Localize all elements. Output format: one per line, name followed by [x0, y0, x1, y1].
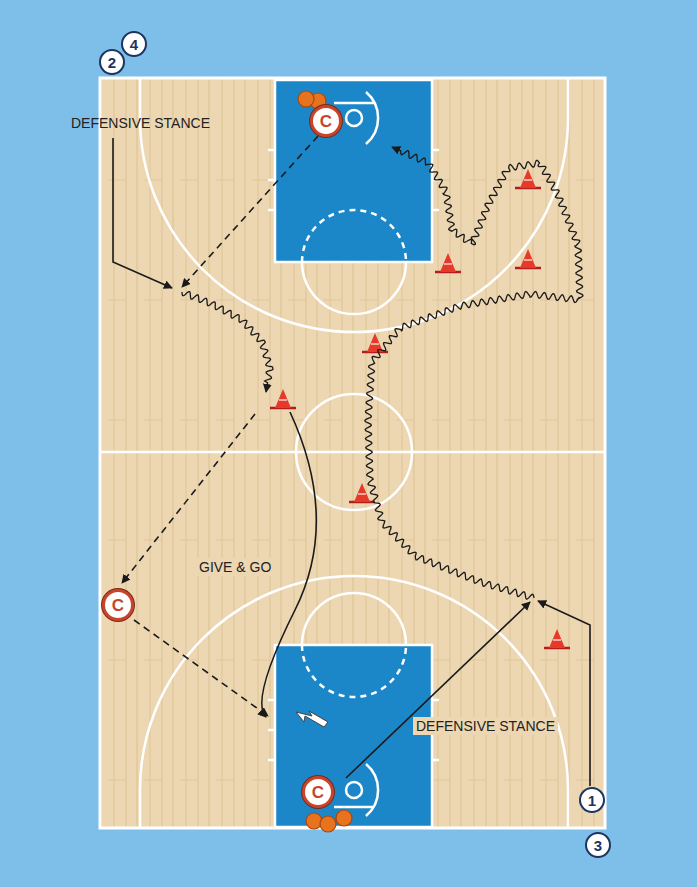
play-label: GIVE & GO: [196, 558, 274, 576]
cones: [270, 169, 570, 648]
instruction-label: DEFENSIVE STANCE: [68, 114, 213, 132]
player-circle: 4: [121, 31, 147, 57]
player-circle: 3: [585, 832, 611, 858]
dribble-line: [365, 147, 583, 599]
node-text: 4: [130, 37, 138, 52]
node-text: 3: [594, 838, 602, 853]
coach-circle: C: [310, 105, 342, 137]
node-text: C: [320, 113, 332, 130]
coach-circle: C: [102, 589, 134, 621]
node-text: C: [112, 597, 124, 614]
coach-circle: C: [302, 776, 334, 808]
node-text: C: [312, 784, 324, 801]
instruction-label: DEFENSIVE STANCE: [413, 717, 558, 735]
node-text: 1: [588, 793, 596, 808]
movement-lines: [113, 136, 590, 786]
dribble-line: [182, 292, 273, 392]
player-circle: 1: [579, 787, 605, 813]
pointer-arrow: [296, 711, 328, 727]
dribble-lines: [182, 147, 583, 599]
court-floor: [100, 78, 605, 828]
court-lines: [100, 78, 605, 828]
node-text: 2: [108, 55, 116, 70]
basketballs: [298, 91, 352, 832]
player-circle: 2: [99, 49, 125, 75]
